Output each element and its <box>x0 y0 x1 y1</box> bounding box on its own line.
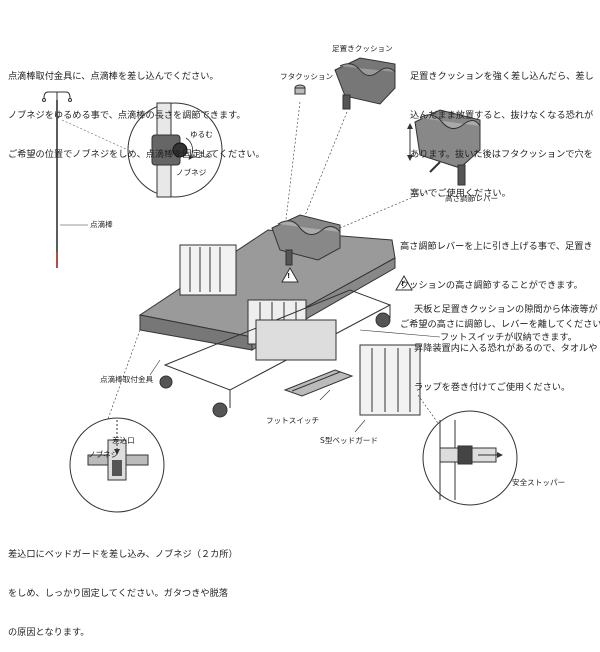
lid-cushion-illustration <box>294 84 306 95</box>
label-foot-switch: フットスイッチ <box>266 416 320 425</box>
text-line: ご希望の位置でノブネジをしめ、点滴棒を固定してください。 <box>8 149 265 160</box>
label-iv-pole: 点滴棒 <box>90 220 113 229</box>
warning-icon-mark: ! <box>287 272 291 280</box>
label-s-bed-guard: S型ベッドガード <box>320 436 378 445</box>
text-line: 昇降装置内に入る恐れがあるので、タオルや <box>414 343 598 354</box>
label-knob-screw-2: ノブネジ <box>88 450 119 459</box>
text-line: 点滴棒取付金具に、点滴棒を差し込んでください。 <box>8 71 219 82</box>
iv-pole-illustration <box>42 91 72 268</box>
label-lid-cushion: フタクッション <box>280 72 334 81</box>
bed-guard-instructions: 差込口にベッドガードを差し込み、ノブネジ（２カ所） をしめ、しっかり固定してくだ… <box>8 522 238 652</box>
knob-leader <box>61 119 129 151</box>
label-cushion-footrest: 足置きクッション <box>332 44 393 53</box>
text-line: の原因となります。 <box>8 627 90 638</box>
text-line: ラップを巻き付けてご使用ください。 <box>414 382 571 393</box>
text-line: 塞いでご使用ください。 <box>410 188 511 199</box>
label-tighten: しまる <box>190 150 213 159</box>
text-line: 足置きクッションを強く差し込んだら、差し <box>410 71 594 82</box>
text-line: クッションの高さ調節することができます。 <box>400 280 583 291</box>
label-loosen: ゆるむ <box>190 130 213 139</box>
warning-icon <box>281 266 413 291</box>
label-insertion-slot: 差込口 <box>112 436 135 445</box>
foot-switch-note: フットスイッチが収納できます。 <box>440 332 577 343</box>
height-adjust-illustration <box>407 109 481 186</box>
bed-diagram <box>42 57 518 513</box>
knob-detail-circle <box>127 102 223 198</box>
insertion-slot-detail-circle <box>69 417 165 513</box>
label-height-lever: 高さ調節レバー <box>445 194 499 203</box>
height-adjust-instructions: 高さ調節レバーを上に引き上げる事で、足置き クッションの高さ調節することができま… <box>400 214 600 344</box>
label-safety-stopper: 安全ストッパー <box>512 478 566 487</box>
label-iv-mount: 点滴棒取付金具 <box>100 375 154 384</box>
text-line: 込んだまま放置すると、抜けなくなる恐れが <box>410 110 594 121</box>
safety-stopper-detail-circle <box>422 410 518 506</box>
cushion-insert-instructions: 足置きクッションを強く差し込んだら、差し 込んだまま放置すると、抜けなくなる恐れ… <box>410 44 594 213</box>
text-line: ご希望の高さに調節し、レバーを離してください。 <box>400 319 600 330</box>
footrest-cushion-illustration <box>334 57 396 110</box>
text-line: 差込口にベッドガードを差し込み、ノブネジ（２カ所） <box>8 549 238 560</box>
text-line: 天板と足置きクッションの隙間から体液等が <box>414 304 598 315</box>
text-line: あります。抜いた後はフタクッションで穴を <box>410 149 593 160</box>
iv-pole-instructions: 点滴棒取付金具に、点滴棒を差し込んでください。 ノブネジをゆるめる事で、点滴棒の… <box>8 44 265 174</box>
text-line: 高さ調節レバーを上に引き上げる事で、足置き <box>400 241 593 252</box>
text-line: ノブネジをゆるめる事で、点滴棒の長さを調節できます。 <box>8 110 246 121</box>
text-line: をしめ、しっかり固定してください。ガタつきや脱落 <box>8 588 228 599</box>
bed-illustration <box>138 214 421 418</box>
warning-text: 天板と足置きクッションの隙間から体液等が 昇降装置内に入る恐れがあるので、タオル… <box>414 277 598 407</box>
warning-icon-mark: ! <box>401 280 405 288</box>
label-knob-screw: ノブネジ <box>176 168 207 177</box>
